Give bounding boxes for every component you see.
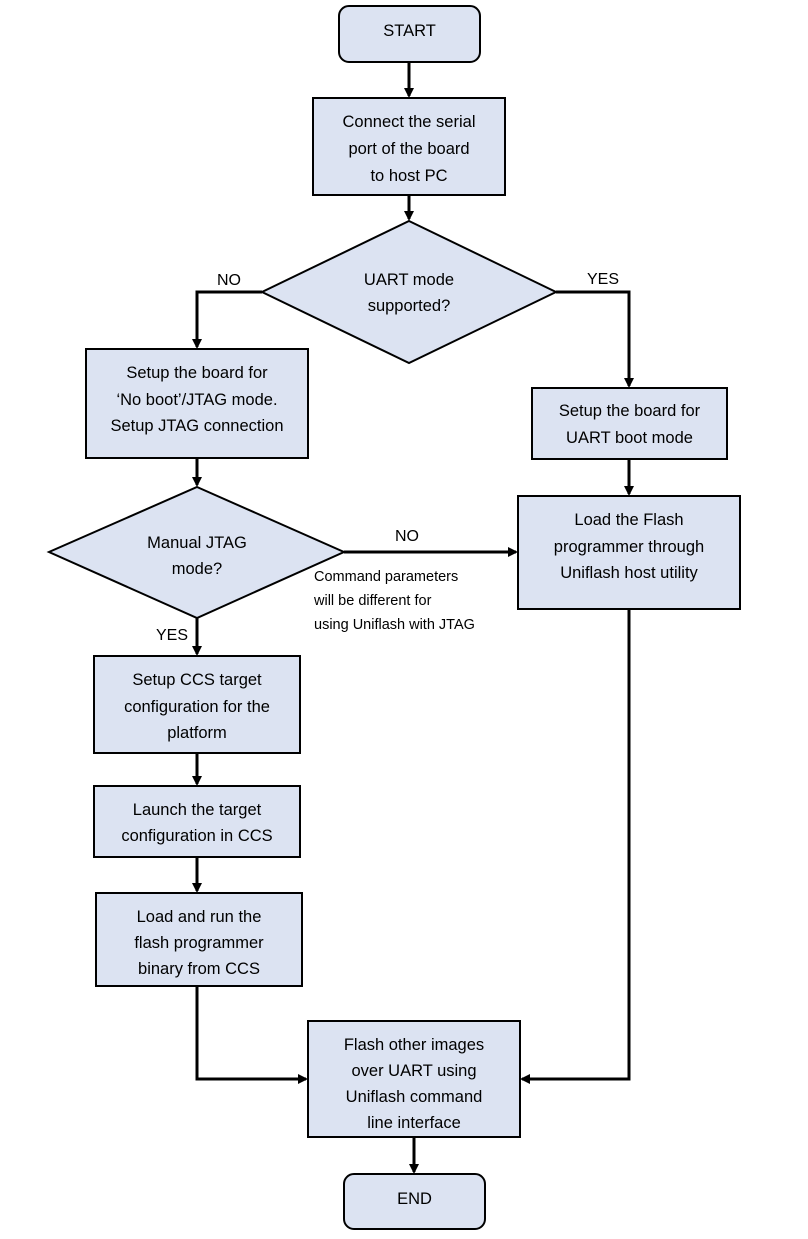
setup-uart-boot-node: Setup the board for UART boot mode [531, 387, 728, 460]
uart-supported-line-1: UART mode [364, 271, 454, 289]
edge-load-flash-to-flash [520, 609, 631, 1084]
launch-target-node: Launch the target configuration in CCS [93, 785, 301, 858]
flash-other-line-4: line interface [367, 1114, 461, 1132]
note-line-3: using Uniflash with JTAG [314, 617, 475, 633]
load-flash-programmer-line-3: Uniflash host utility [560, 564, 698, 582]
uart-supported-decision: UART mode supported? [259, 219, 559, 365]
edge-load-run-to-flash [195, 986, 308, 1084]
note-line-1: Command parameters [314, 569, 458, 585]
launch-target-line-2: configuration in CCS [121, 827, 272, 845]
manual-no-label: NO [395, 528, 419, 545]
setup-noboot-line-2: ‘No boot’/JTAG mode. [116, 391, 277, 409]
setup-ccs-line-3: platform [167, 724, 227, 742]
edge-uart-yes [556, 290, 634, 388]
setup-noboot-node: Setup the board for ‘No boot’/JTAG mode.… [85, 348, 309, 459]
manual-jtag-line-1: Manual JTAG [147, 534, 247, 552]
uart-no-label: NO [217, 272, 241, 289]
flash-other-node: Flash other images over UART using Unifl… [307, 1020, 521, 1138]
note-line-2: will be different for [313, 593, 432, 609]
setup-uart-boot-line-1: Setup the board for [559, 402, 701, 420]
setup-ccs-line-1: Setup CCS target [132, 671, 262, 689]
flash-other-line-2: over UART using [351, 1062, 476, 1080]
load-flash-programmer-node: Load the Flash programmer through Unifla… [517, 495, 741, 610]
connect-serial-node: Connect the serial port of the board to … [312, 97, 506, 196]
setup-noboot-line-3: Setup JTAG connection [110, 417, 283, 435]
load-flash-programmer-line-2: programmer through [554, 538, 704, 556]
load-flash-programmer-line-1: Load the Flash [574, 511, 683, 529]
end-node: END [343, 1173, 486, 1230]
load-run-line-2: flash programmer [134, 934, 264, 952]
connect-serial-line-2: port of the board [348, 140, 469, 158]
setup-ccs-line-2: configuration for the [124, 698, 270, 716]
manual-jtag-line-2: mode? [172, 560, 222, 578]
start-node: START [338, 5, 481, 63]
flash-other-line-3: Uniflash command [346, 1088, 483, 1106]
load-run-line-1: Load and run the [137, 908, 262, 926]
setup-uart-boot-line-2: UART boot mode [566, 429, 693, 447]
edges [192, 62, 634, 1174]
uart-yes-label: YES [587, 271, 619, 288]
connect-serial-line-1: Connect the serial [343, 113, 476, 131]
flash-other-line-1: Flash other images [344, 1036, 484, 1054]
setup-ccs-node: Setup CCS target configuration for the p… [93, 655, 301, 754]
load-run-node: Load and run the flash programmer binary… [95, 892, 303, 987]
setup-noboot-line-1: Setup the board for [126, 364, 268, 382]
end-label: END [397, 1190, 432, 1208]
start-label: START [383, 22, 436, 40]
manual-yes-label: YES [156, 627, 188, 644]
connect-serial-line-3: to host PC [370, 167, 447, 185]
launch-target-line-1: Launch the target [133, 801, 262, 819]
manual-jtag-decision: Manual JTAG mode? [46, 485, 347, 620]
load-run-line-3: binary from CCS [138, 960, 260, 978]
uart-supported-line-2: supported? [368, 297, 451, 315]
edge-uart-no [192, 290, 262, 349]
